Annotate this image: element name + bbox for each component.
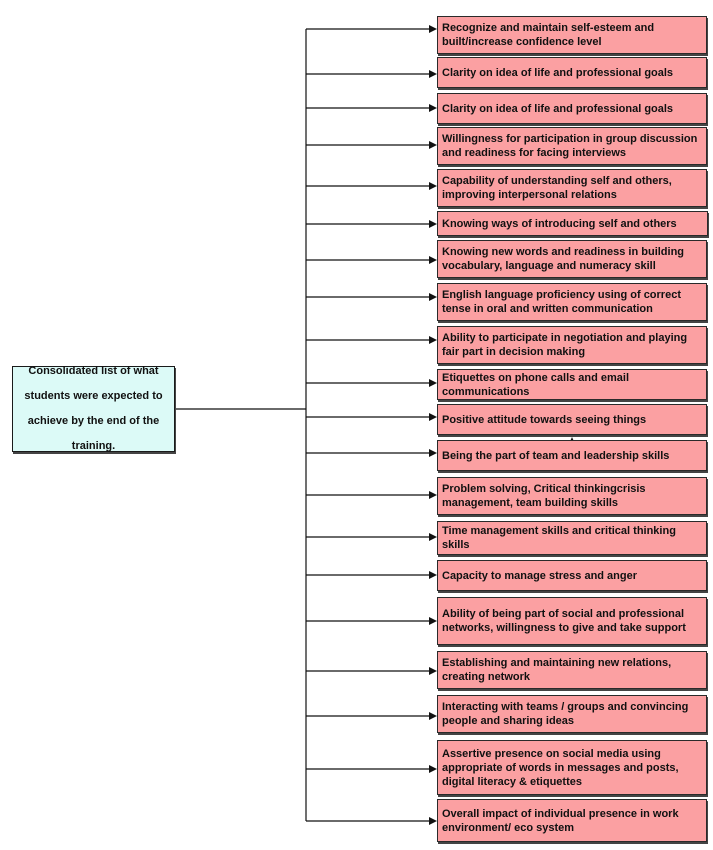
branch-arrowhead [429,449,437,457]
outcome-item: Problem solving, Critical thinkingcrisis… [437,477,707,515]
outcome-item-label: Capability of understanding self and oth… [442,175,672,201]
outcome-item-label: Clarity on idea of life and professional… [442,66,674,79]
branch-arrowhead [429,182,437,190]
outcome-item: Interacting with teams / groups and conv… [437,695,707,733]
outcome-item-label: Overall impact of individual presence in… [442,807,679,834]
outcome-item: Willingness for participation in group d… [437,127,707,165]
outcome-item-label: Capacity to manage stress and anger [442,569,638,582]
outcome-item-label: Knowing new words and readiness in build… [442,246,685,272]
outcome-item: Etiquettes on phone calls and email comm… [437,369,707,400]
outcome-item-label: Being the part of team and leadership sk… [442,449,670,462]
branch-arrowhead [429,667,437,675]
outcome-item-label: Time management skills and critical thin… [442,525,676,551]
outcome-item-label: Positive attitude towards seeing things [442,413,647,426]
branch-arrowhead [429,491,437,499]
root-node: Consolidated list of what students were … [12,365,175,452]
branch-arrowhead [429,817,437,825]
outcome-item-label: Clarity on idea of life and professional… [442,102,674,115]
branch-arrowhead [429,413,437,421]
outcome-item: Capacity to manage stress and anger [437,560,707,591]
branch-arrowhead [429,104,437,112]
branch-arrowhead [429,617,437,625]
outcome-item-label: Interacting with teams / groups and conv… [442,701,689,727]
branch-arrowhead [429,765,437,773]
outcome-item: Ability of being part of social and prof… [437,597,707,645]
outcome-item: Time management skills and critical thin… [437,521,707,555]
outcome-item: Positive attitude towards seeing things [437,404,707,435]
outcome-item-label: Establishing and maintaining new relatio… [442,657,672,683]
branch-arrowhead [429,571,437,579]
branch-arrowhead [429,712,437,720]
branch-arrowhead [429,141,437,149]
outcome-item-label: Ability of being part of social and prof… [442,608,686,634]
outcome-item: Knowing ways of introducing self and oth… [437,211,708,236]
outcome-item: Ability to participate in negotiation an… [437,326,707,364]
outcome-item: Establishing and maintaining new relatio… [437,651,707,689]
branch-arrowhead [429,293,437,301]
outcome-item: Capability of understanding self and oth… [437,169,707,207]
outcome-item-label: Assertive presence on social media using… [442,747,679,788]
outcome-item-label: Ability to participate in negotiation an… [442,332,688,358]
branch-arrowhead [429,70,437,78]
outcome-item: Assertive presence on social media using… [437,740,707,795]
outcome-item-label: Willingness for participation in group d… [442,133,698,159]
outcome-item: Recognize and maintain self-esteem and b… [437,16,707,54]
outcome-item-label: English language proficiency using of co… [442,289,681,315]
outcome-item: Overall impact of individual presence in… [437,799,707,842]
branch-arrowhead [429,25,437,33]
branch-arrowhead [429,220,437,228]
outcome-item: Clarity on idea of life and professional… [437,93,707,124]
outcome-item-label: Recognize and maintain self-esteem and b… [442,22,655,48]
outcome-item-label: Problem solving, Critical thinkingcrisis… [442,483,646,509]
outcome-item-label: Knowing ways of introducing self and oth… [442,217,677,230]
outcome-item: Knowing new words and readiness in build… [437,240,707,278]
branch-arrowhead [429,533,437,541]
outcome-item: Being the part of team and leadership sk… [437,440,707,471]
branch-arrowhead [429,379,437,387]
outcome-item-label: Etiquettes on phone calls and email comm… [442,371,630,398]
branch-arrowhead [429,256,437,264]
outcome-item: English language proficiency using of co… [437,283,707,321]
outcome-item: Clarity on idea of life and professional… [437,57,707,88]
branch-arrowhead [429,336,437,344]
root-node-label: Consolidated list of what students were … [24,365,163,452]
